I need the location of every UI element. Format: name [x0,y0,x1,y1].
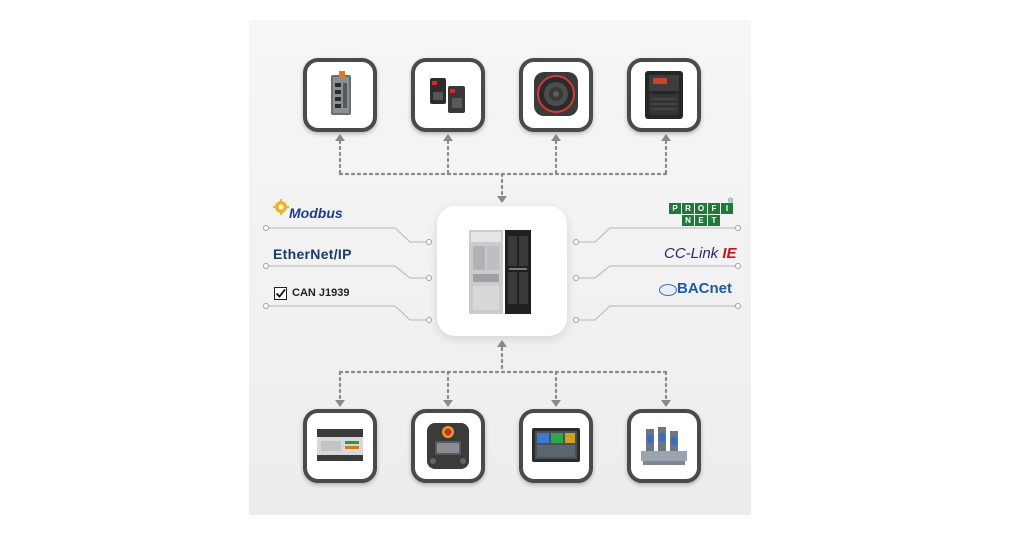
profinet-letter: R [682,203,694,214]
bacnet-logo-icon [659,284,677,296]
cc-link-ie-label: CC-Link IE [664,245,737,262]
modbus-gear-icon [273,199,289,215]
device-box-inverter [627,58,701,132]
device-box-switch [303,58,377,132]
modbus-label: Modbus [289,205,343,221]
hmi-touch-panel-icon [523,413,589,479]
inverter-drive-icon [631,62,697,128]
device-box-valves [627,409,701,483]
profinet-letter: P [669,203,681,214]
bacnet-label: BACnet [677,280,732,297]
photoelectric-sensor-icon [415,62,481,128]
ethernet-ip-label: EtherNet/IP [273,246,352,262]
remote-io-module-icon [307,413,373,479]
plc-controller-box [437,206,567,336]
device-box-speaker [519,58,593,132]
cc-link-main-text: CC-Link [664,245,722,262]
profinet-bottom-row: N E T [682,215,733,226]
cc-link-ie-suffix: IE [722,245,736,262]
profinet-registered-mark: ® [728,198,733,205]
profinet-logo: P R O F I N E T [669,203,733,227]
plc-controller-icon [437,206,567,336]
handheld-pendant-icon [415,413,481,479]
speaker-icon [523,62,589,128]
profinet-letter: T [708,215,720,226]
device-box-pendant [411,409,485,483]
profinet-letter: N [682,215,694,226]
device-box-hmi [519,409,593,483]
device-box-io-module [303,409,377,483]
profinet-top-row: P R O F I [669,203,733,214]
ethernet-switch-icon [307,62,373,128]
profinet-letter: O [695,203,707,214]
valve-manifold-icon [631,413,697,479]
checkbox-icon [274,287,287,300]
profinet-letter: F [708,203,720,214]
can-j1939-label: CAN J1939 [292,287,349,299]
profinet-letter: E [695,215,707,226]
device-box-sensor [411,58,485,132]
